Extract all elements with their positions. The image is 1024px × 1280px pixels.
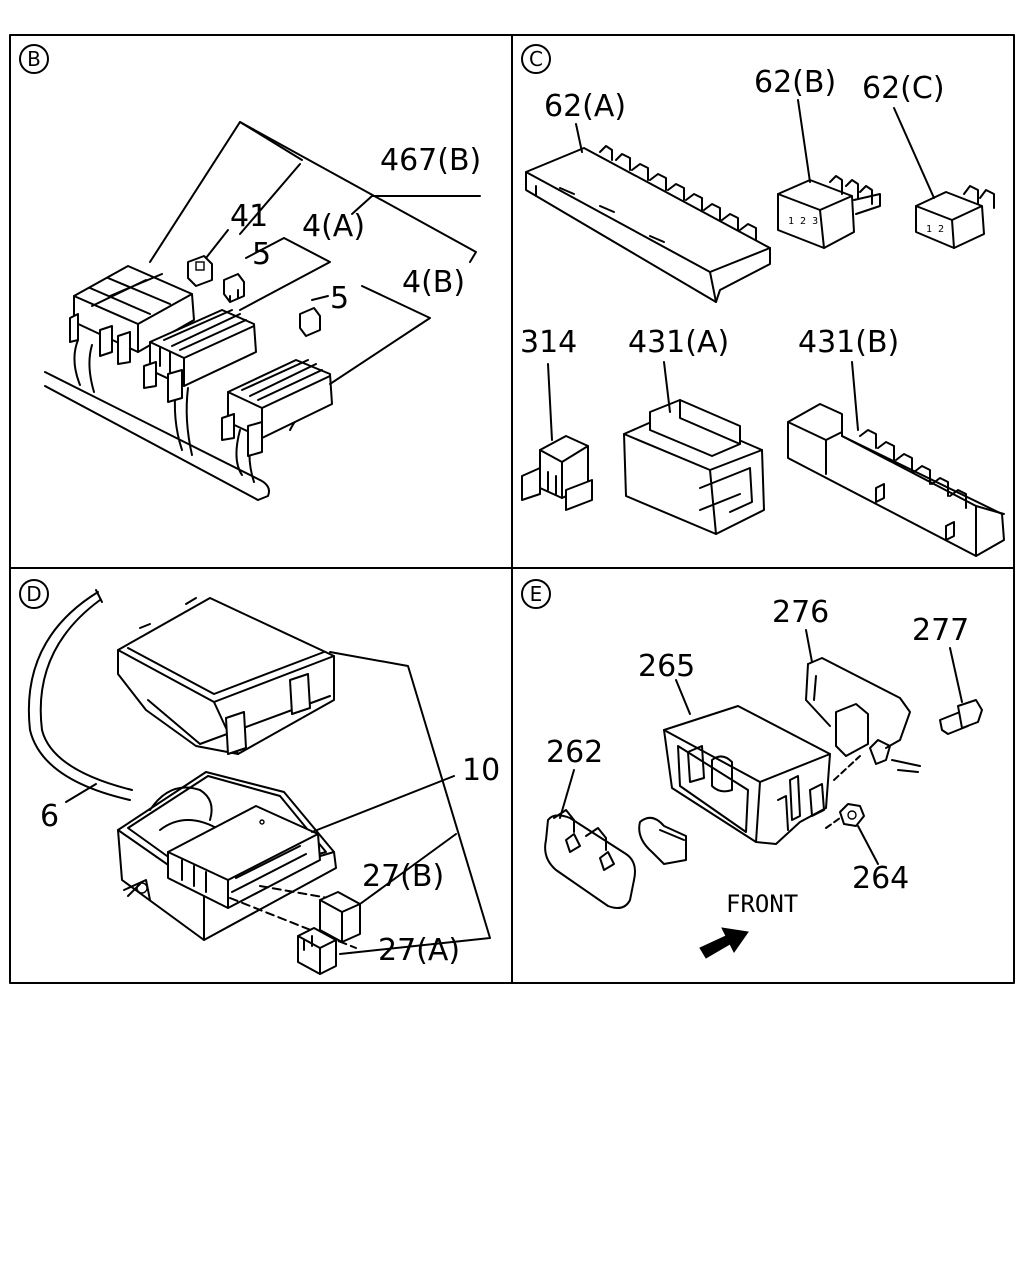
label-41: 41	[230, 199, 268, 234]
svg-text:1 2: 1 2	[926, 224, 944, 235]
front-arrow	[699, 927, 749, 959]
labels-c: 62(A) 62(B) 62(C) 314 431(A) 431(B)	[520, 65, 945, 360]
connector-431a	[623, 399, 765, 535]
label-5-lower: 5	[330, 281, 349, 316]
clip	[638, 816, 687, 865]
section-badge-d: D	[19, 579, 49, 609]
label-62a: 62(A)	[544, 89, 626, 124]
labels-d: 6 10 27(B) 27(A)	[40, 753, 500, 968]
label-62b: 62(B)	[754, 65, 836, 100]
section-e: E	[521, 579, 983, 959]
label-277: 277	[912, 613, 969, 648]
bracket-276	[805, 657, 921, 773]
leader-lines-e	[559, 629, 963, 865]
label-10: 10	[462, 753, 500, 788]
label-5-upper: 5	[252, 237, 271, 272]
svg-text:B: B	[27, 47, 41, 71]
label-276: 276	[772, 595, 829, 630]
connector-62c: 1 2	[915, 185, 995, 249]
label-front: FRONT	[726, 890, 798, 918]
connector-431b	[787, 403, 1005, 557]
section-badge-e: E	[521, 579, 551, 609]
svg-text:E: E	[530, 582, 543, 606]
svg-text:C: C	[529, 47, 543, 71]
label-27a: 27(A)	[378, 933, 460, 968]
label-262: 262	[546, 735, 603, 770]
fuse-41	[187, 255, 213, 287]
svg-text:D: D	[26, 582, 41, 606]
label-431a: 431(A)	[628, 325, 729, 360]
connector-314	[521, 435, 593, 511]
section-d: D	[19, 579, 500, 975]
fuse-5-upper	[223, 273, 245, 303]
nut-264	[839, 803, 865, 827]
label-264: 264	[852, 861, 909, 896]
section-badge-b: B	[19, 44, 49, 74]
fuse-27b	[319, 891, 361, 943]
section-c: C 1 2 3 1 2	[520, 44, 1005, 557]
labels-b: 467(B) 41 4(A) 5 4(B) 5	[230, 143, 481, 316]
connector-62a	[525, 145, 771, 303]
label-27b: 27(B)	[362, 859, 444, 894]
label-467b: 467(B)	[380, 143, 481, 178]
fuse-27a	[297, 927, 337, 975]
svg-text:1 2 3: 1 2 3	[788, 216, 818, 227]
housing-265	[663, 705, 831, 845]
fuse-block-4b	[221, 359, 333, 457]
cable-6	[27, 589, 133, 801]
label-4b: 4(B)	[402, 265, 465, 300]
cover-262	[544, 809, 636, 909]
label-265: 265	[638, 649, 695, 684]
section-badge-c: C	[521, 44, 551, 74]
connector-62b: 1 2 3	[777, 175, 881, 249]
label-62c: 62(C)	[862, 71, 945, 106]
bolt-277	[939, 699, 983, 735]
leader-lines-b	[149, 121, 481, 385]
label-314: 314	[520, 325, 577, 360]
relay-block-41	[69, 265, 195, 365]
panel-grid	[9, 34, 1015, 984]
label-4a: 4(A)	[302, 209, 365, 244]
label-6: 6	[40, 799, 59, 834]
fuse-block-4a	[143, 309, 257, 403]
leader-lines-d	[65, 651, 491, 955]
leader-lines-c	[547, 99, 935, 441]
labels-e: 276 277 265 262 264 FRONT	[546, 595, 969, 918]
section-b: B	[19, 44, 481, 501]
fuse-5-lower	[299, 307, 321, 337]
label-431b: 431(B)	[798, 325, 899, 360]
fuse-box-lid	[117, 597, 335, 755]
